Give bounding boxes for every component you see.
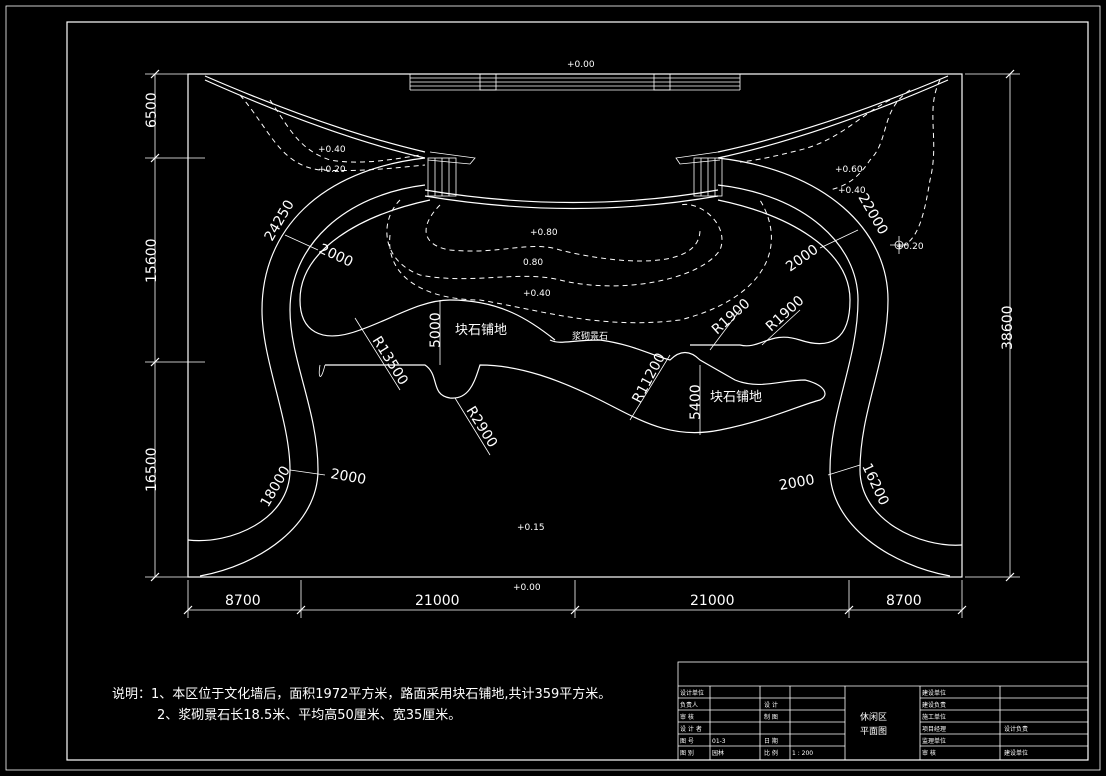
tb-left-2: 审 核 (680, 713, 694, 721)
note-line-1: 说明：1、本区位于文化墙后，面积1972平方米，路面采用块石铺地,共计359平方… (112, 687, 612, 702)
outer-frame (5, 5, 1101, 771)
dim-lines-right (965, 69, 1020, 582)
dim-r1900a: R1900 (709, 296, 753, 338)
tb-left-0: 设计单位 (680, 689, 704, 697)
level-marker (890, 236, 908, 254)
contours (239, 79, 941, 324)
stairs-right (675, 151, 723, 197)
paving-bump (318, 364, 326, 377)
tb-mid-2: 制 图 (764, 713, 778, 721)
dim-r-right-top: 22000 (855, 191, 891, 238)
level-bottom: +0.00 (513, 583, 541, 593)
level-c1: +0.80 (530, 228, 558, 238)
dim-h3: 21000 (690, 593, 735, 609)
dim-w-right-top: 2000 (783, 242, 821, 276)
dim-r2900: R2900 (463, 404, 501, 451)
level-r2: +0.40 (838, 186, 866, 196)
dim-lines-left (145, 69, 205, 582)
right-path (690, 157, 963, 577)
tb-left-4: 图 号 (680, 738, 694, 745)
dim-v2: 15600 (144, 238, 160, 283)
inner-frame (66, 21, 1089, 761)
tb-name-2: 平面图 (860, 726, 887, 737)
tb-right-val-3: 设计负责 (1004, 725, 1028, 733)
dim-r1900b: R1900 (763, 293, 807, 335)
tb-right-4: 监理单位 (922, 737, 946, 745)
dim-lines-bottom (183, 580, 967, 618)
dim-r-left-bot: 18000 (258, 463, 294, 510)
dim-h5000: 5000 (428, 312, 444, 348)
dim-h5400: 5400 (688, 384, 704, 420)
tb-right-3: 项目经理 (922, 725, 946, 733)
left-path (187, 157, 556, 577)
dim-v1: 6500 (144, 92, 160, 128)
tb-mid-4: 日 期 (764, 737, 778, 745)
dim-w-right-bot: 2000 (778, 472, 816, 494)
tb-right-0: 建设单位 (922, 689, 946, 697)
level-l2: +0.20 (318, 165, 346, 175)
tb-mid-1: 设 计 (764, 701, 778, 709)
level-c3: +0.40 (523, 289, 551, 299)
dim-r13500: R13500 (369, 334, 411, 388)
leaders (284, 229, 861, 476)
tb-scale-value: 1 : 200 (792, 750, 813, 757)
dim-v3: 16500 (144, 447, 160, 492)
dim-h4: 8700 (886, 593, 922, 609)
tb-name-1: 休闲区 (860, 711, 887, 723)
level-r1: +0.60 (835, 165, 863, 175)
tb-right-5: 审 核 (922, 749, 936, 757)
tb-right-1: 建设负责 (922, 701, 946, 709)
tb-no-value: 01-3 (712, 738, 726, 745)
top-arcs (204, 75, 949, 210)
tb-mid-5: 比 例 (764, 749, 778, 757)
dim-r11200: R11200 (629, 350, 669, 405)
stairs-left (427, 151, 476, 197)
note-line-2: 2、浆砌景石长18.5米、平均高50厘米、宽35厘米。 (157, 708, 462, 723)
tb-left-1: 负责人 (680, 701, 698, 709)
label-stone: 浆砌景石 (572, 330, 608, 342)
culture-wall (205, 73, 948, 91)
dim-w-left-bot: 2000 (329, 466, 367, 488)
tb-left-5: 图 别 (680, 749, 694, 757)
tb-left-3: 设 计 者 (680, 725, 702, 733)
tb-right-2: 施工单位 (922, 713, 946, 721)
level-center: +0.15 (517, 523, 545, 533)
level-top: +0.00 (567, 60, 595, 70)
title-block (677, 661, 1089, 761)
dim-h2: 21000 (415, 593, 460, 609)
level-l1: +0.40 (318, 145, 346, 155)
dim-r-right-bot: 16200 (858, 461, 891, 508)
dim-w-left-top: 2000 (316, 241, 355, 271)
dim-h1: 8700 (225, 593, 261, 609)
central-paving (325, 339, 826, 434)
label-paving-2: 块石铺地 (710, 390, 762, 405)
level-r3: +0.20 (896, 242, 924, 252)
level-c2: 0.80 (523, 258, 543, 268)
tb-type-value: 园林 (712, 749, 724, 757)
label-paving-1: 块石铺地 (455, 323, 507, 338)
tb-right-val-5: 建设单位 (1004, 749, 1028, 757)
dim-vtotal: 38600 (1000, 305, 1016, 350)
